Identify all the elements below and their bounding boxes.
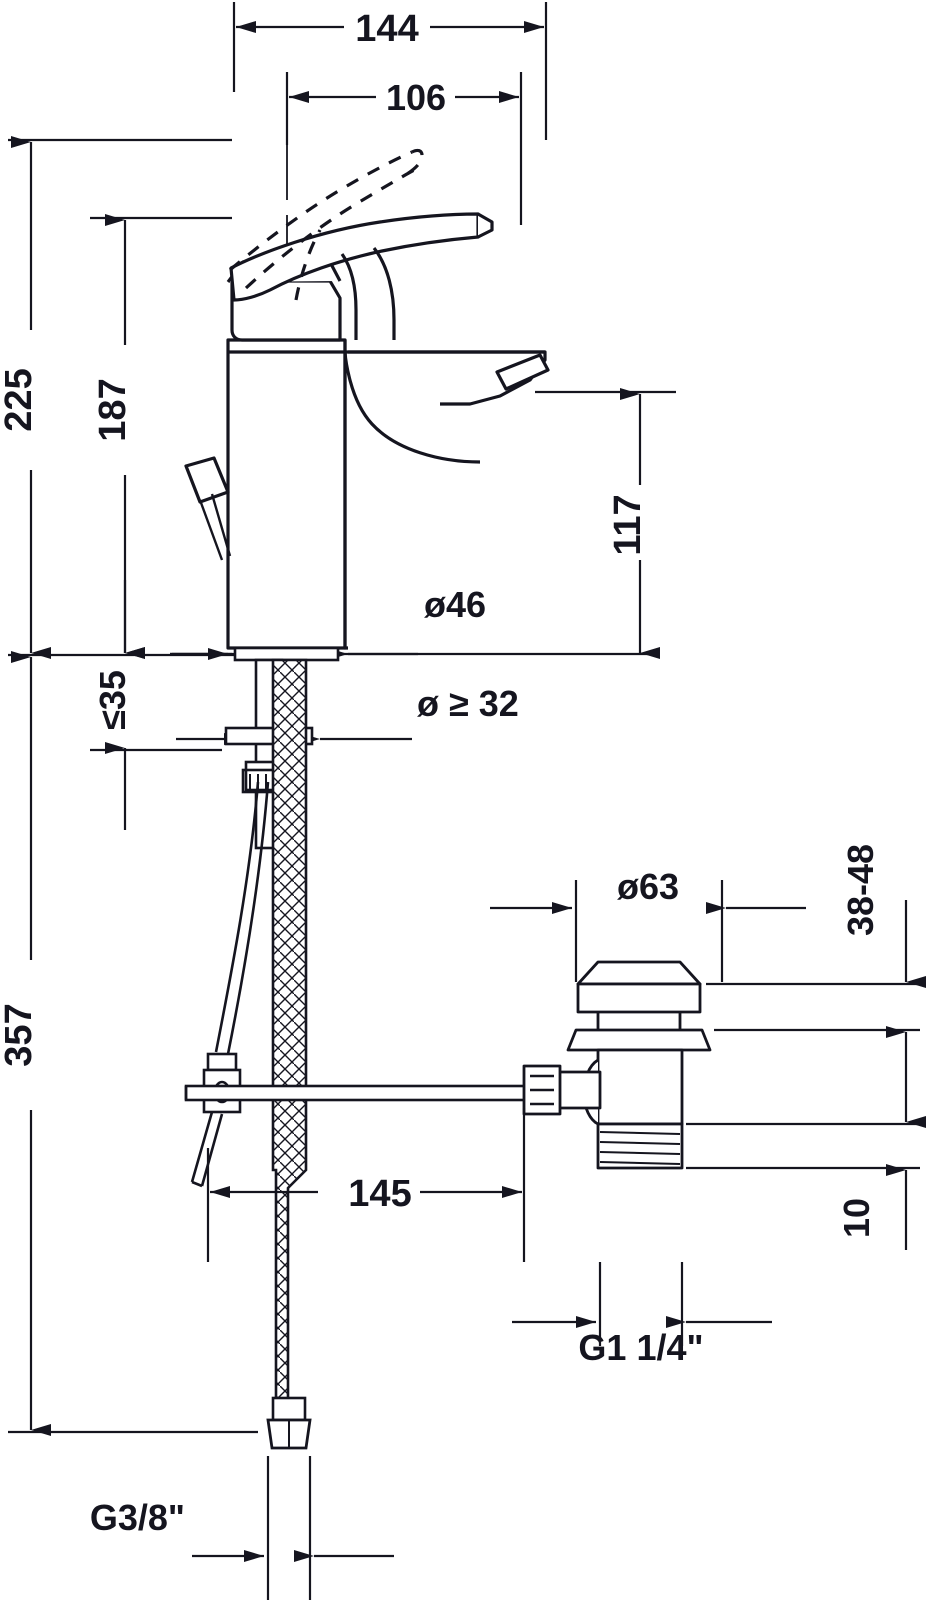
dimension-145 — [206, 1108, 526, 1262]
pop-up-drain-assembly — [522, 960, 712, 1170]
label-max-thickness: ≤35 — [92, 670, 133, 730]
label-base-diameter: ø46 — [424, 584, 486, 625]
dimension-max-35 — [90, 580, 222, 830]
label-width-spout: 106 — [386, 77, 446, 118]
dimension-dia-63 — [490, 880, 806, 982]
label-height-total: 225 — [0, 368, 40, 431]
label-hole-diameter: ø ≥ 32 — [417, 683, 519, 724]
dimension-117 — [535, 388, 676, 659]
label-drain-range: 38-48 — [840, 844, 881, 936]
dimension-g1-14 — [512, 1262, 772, 1346]
label-spout-height: 117 — [607, 494, 649, 555]
label-height-overall: 357 — [0, 1003, 40, 1066]
faucet-body-outline — [184, 130, 550, 660]
dimension-357 — [8, 651, 258, 1436]
dimension-g38 — [192, 1456, 394, 1600]
dimension-144 — [232, 2, 548, 140]
braided-supply-hose — [266, 658, 312, 1450]
handle-raised-dashed-outline — [228, 148, 424, 301]
label-drain-flange-diameter: ø63 — [617, 866, 679, 907]
dimension-38-48 — [686, 900, 926, 1250]
label-drain-thread: G1 1/4" — [578, 1327, 703, 1368]
label-supply-thread: G3/8" — [90, 1497, 185, 1538]
label-height-handle: 187 — [92, 378, 134, 441]
label-width-total: 144 — [355, 8, 418, 50]
dimension-106 — [285, 72, 523, 225]
label-drain-thread-height: 10 — [836, 1198, 877, 1238]
label-hose-length: 145 — [348, 1173, 411, 1215]
drain-pull-rod — [184, 1084, 540, 1102]
